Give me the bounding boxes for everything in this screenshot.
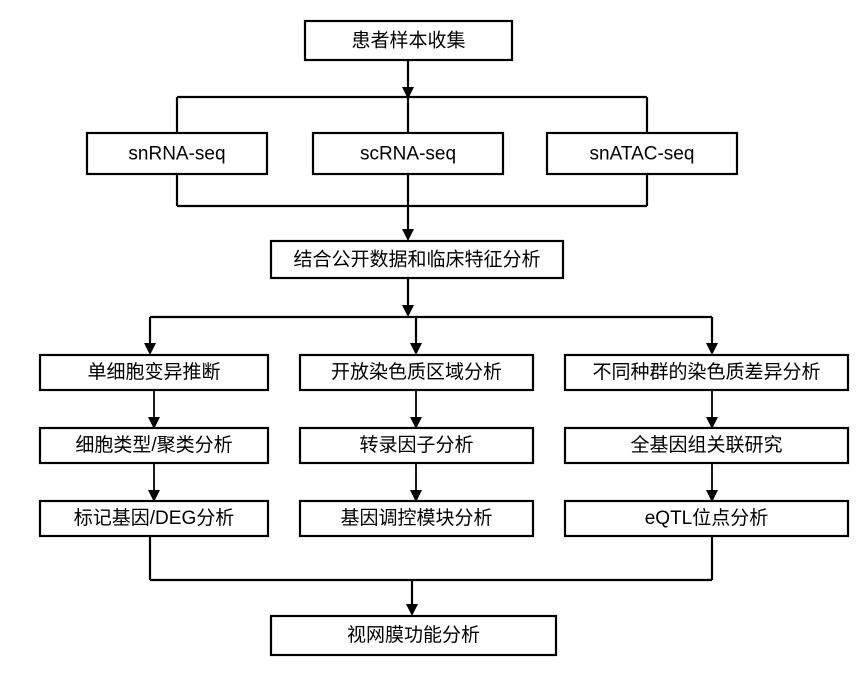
node-col1-row1[interactable]: 单细胞变异推断 [38,353,270,392]
connector-col1-row2-to-row3 [148,462,160,502]
arrow-head-icon [406,604,418,616]
arrow-head-icon [410,490,422,502]
node-scrna-seq-label: scRNA-seq [360,144,456,165]
node-col2-row3[interactable]: 基因调控模块分析 [298,499,535,538]
node-col1-row1-label: 单细胞变异推断 [87,361,220,383]
connector-combined-to-columns [144,277,718,355]
arrow-head-icon [402,87,414,99]
node-col3-row3[interactable]: eQTL位点分析 [563,499,850,538]
connector-col2-row2-to-row3 [410,462,422,502]
node-col1-row3[interactable]: 标记基因/DEG分析 [38,499,270,538]
node-sample-collection-label: 患者样本收集 [351,30,465,52]
arrow-head-icon [410,343,422,355]
node-col3-row1[interactable]: 不同种群的染色质差异分析 [563,353,850,392]
node-scrna-seq[interactable]: scRNA-seq [311,131,505,176]
arrow-head-icon [148,417,160,429]
node-col1-row3-label: 标记基因/DEG分析 [74,507,234,529]
arrow-head-icon [144,343,156,355]
node-col1-row2-label: 细胞类型/聚类分析 [75,434,232,456]
node-col3-row2-label: 全基因组关联研究 [630,434,782,456]
node-combined-analysis-label: 结合公开数据和临床特征分析 [293,249,540,271]
node-col2-row1[interactable]: 开放染色质区域分析 [298,353,535,392]
arrow-head-icon [148,490,160,502]
node-col3-row2[interactable]: 全基因组关联研究 [563,426,850,465]
node-retinal-function-label: 视网膜功能分析 [347,624,480,646]
arrow-head-icon [706,490,718,502]
arrow-head-icon [402,229,414,241]
node-snatac-seq[interactable]: snATAC-seq [545,131,739,176]
node-retinal-function[interactable]: 视网膜功能分析 [269,614,558,657]
node-col2-row1-label: 开放染色质区域分析 [331,361,502,383]
connector-col3-row2-to-row3 [706,462,718,502]
node-col3-row1-label: 不同种群的染色质差异分析 [592,361,820,383]
connector-col1-row1-to-row2 [148,389,160,429]
node-col1-row2[interactable]: 细胞类型/聚类分析 [38,426,270,465]
node-snrna-seq-label: snRNA-seq [128,144,225,165]
node-sample-collection[interactable]: 患者样本收集 [303,19,514,62]
node-col3-row3-label: eQTL位点分析 [645,507,769,529]
connector-seq-to-combined [175,174,649,241]
arrow-head-icon [706,343,718,355]
connector-sample-to-seq [175,60,649,133]
arrow-head-icon [706,417,718,429]
connector-col3-row1-to-row2 [706,389,718,429]
node-snrna-seq[interactable]: snRNA-seq [85,131,269,176]
node-snatac-seq-label: snATAC-seq [590,144,695,165]
node-col2-row3-label: 基因调控模块分析 [340,507,492,529]
arrow-head-icon [402,305,414,317]
connector-col2-row1-to-row2 [410,389,422,429]
node-col2-row2[interactable]: 转录因子分析 [298,426,535,465]
node-col2-row2-label: 转录因子分析 [359,434,473,456]
connector-columns-to-retinal [148,535,714,616]
arrow-head-icon [410,417,422,429]
node-combined-analysis[interactable]: 结合公开数据和临床特征分析 [269,239,565,280]
